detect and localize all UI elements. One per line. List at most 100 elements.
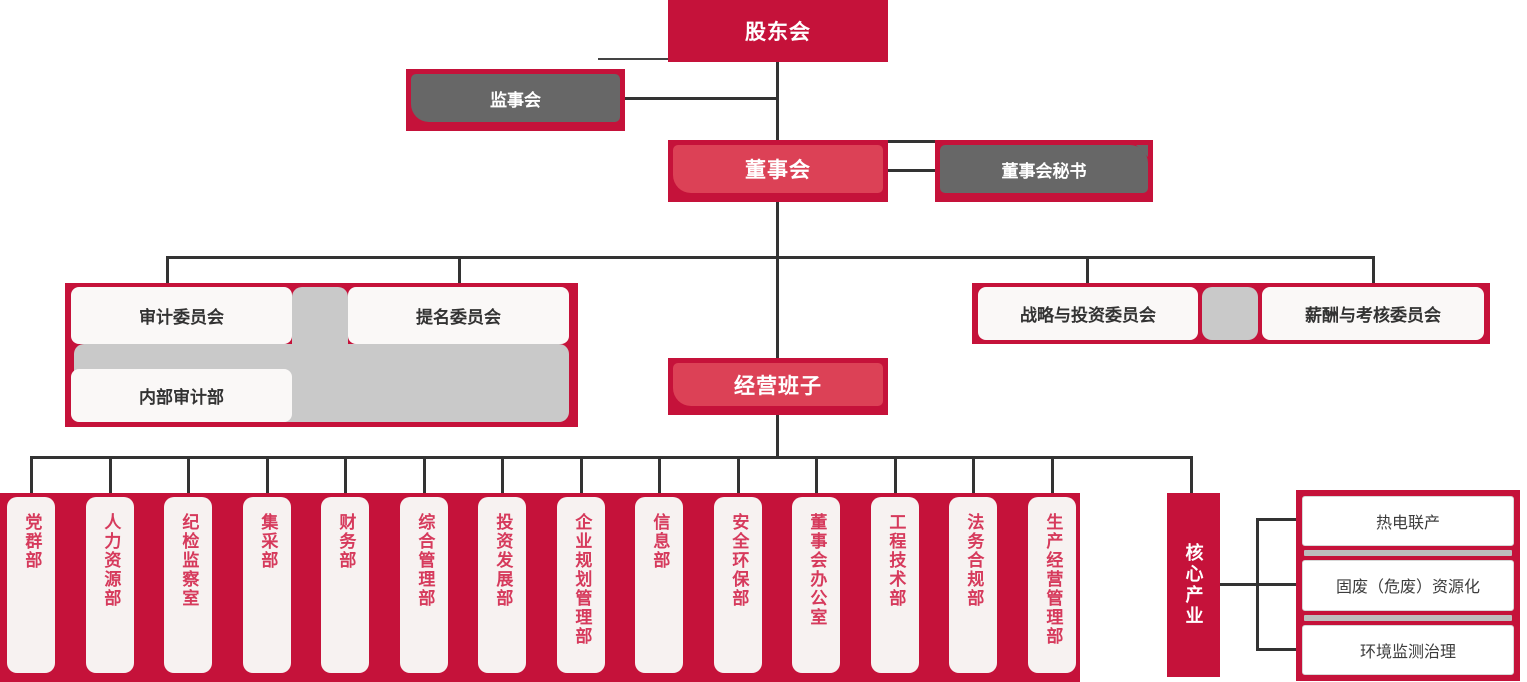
dept-label: 纪检监察室 [179,513,199,608]
connector-line [580,456,583,494]
node-nomination-committee-label: 提名委员会 [416,308,501,327]
node-management-team-label: 经营班子 [734,374,822,398]
node-core-industry-label: 核心产业 [1183,543,1204,627]
connector-line [30,456,33,494]
connector-line [598,58,668,60]
dept-label: 集采部 [258,513,278,570]
core-unit-label: 固废（危废）资源化 [1335,579,1480,597]
dept-label: 董事会办公室 [807,513,827,627]
node-strategy-investment-committee-label: 战略与投资委员会 [1020,306,1156,325]
connector-line [1220,583,1298,586]
connector-line [1190,456,1193,494]
node-shareholders-label: 股东会 [745,21,811,44]
node-board-panel: 董事会 [673,145,883,193]
node-board-secretary-panel: 董事会秘书 [940,145,1148,193]
node-supervisory-board: 监事会 [406,69,625,131]
dept-box: 企业规划管理部 [557,497,605,673]
connector-line [31,456,1193,459]
dept-label: 工程技术部 [886,513,906,608]
dept-label: 安全环保部 [729,513,749,608]
dept-label: 生产经营管理部 [1043,513,1063,646]
connector-line [888,140,935,143]
connector-line [166,256,169,284]
dept-box: 财务部 [321,497,369,673]
connector-line [344,456,347,494]
connector-line [109,456,112,494]
connector-line [776,415,779,457]
connector-line [501,456,504,494]
dept-box: 投资发展部 [478,497,526,673]
dept-box: 党群部 [7,497,55,673]
dept-box: 董事会办公室 [792,497,840,673]
separator-bar [1304,614,1512,621]
dept-box: 集采部 [243,497,291,673]
dept-box: 安全环保部 [714,497,762,673]
connector-line [1086,256,1089,284]
connector-line [972,456,975,494]
connector-line [1372,256,1375,284]
connector-line [737,456,740,494]
connector-line [1256,518,1259,651]
dept-label: 综合管理部 [415,513,435,608]
connector-line [458,256,461,284]
connector-line [815,456,818,494]
committee-group-right: 战略与投资委员会 薪酬与考核委员会 [972,283,1490,344]
node-management-team-panel: 经营班子 [673,363,883,406]
node-core-industry: 核心产业 [1167,493,1220,677]
core-units-group: 热电联产 固废（危废）资源化 环境监测治理 [1296,490,1520,681]
dept-label: 党群部 [22,513,42,570]
committee-group-left: 审计委员会 提名委员会 内部审计部 [65,283,578,427]
dept-box: 生产经营管理部 [1028,497,1076,673]
core-unit-label: 热电联产 [1375,515,1440,533]
node-board-secretary-label: 董事会秘书 [1001,161,1087,181]
node-shareholders: 股东会 [668,0,888,62]
node-board-label: 董事会 [745,159,811,182]
node-board: 董事会 [668,140,888,202]
node-supervisory-board-panel: 监事会 [411,74,620,122]
separator-bar [1304,550,1512,557]
node-internal-audit-dept: 内部审计部 [71,369,292,422]
dept-label: 信息部 [650,513,670,570]
connector-line [625,97,779,100]
core-unit-box: 固废（危废）资源化 [1302,560,1514,611]
connector-line [658,456,661,494]
connector-line [187,456,190,494]
dept-label: 投资发展部 [493,513,513,608]
folded-corner-decoration [1136,145,1148,157]
dept-box: 纪检监察室 [164,497,212,673]
dept-box: 人力资源部 [86,497,134,673]
dept-box: 法务合规部 [949,497,997,673]
dept-label: 法务合规部 [964,513,984,608]
dept-box: 信息部 [635,497,683,673]
core-unit-label: 环境监测治理 [1359,643,1456,661]
node-compensation-assessment-committee: 薪酬与考核委员会 [1262,287,1484,340]
connector-line [1258,648,1298,651]
core-unit-box: 环境监测治理 [1302,624,1514,675]
gray-fill [1202,287,1258,340]
node-audit-committee: 审计委员会 [71,287,292,344]
departments-strip: 党群部 人力资源部 纪检监察室 集采部 财务部 综合管理部 投资发展部 企业规划… [0,493,1080,682]
dept-label: 财务部 [336,513,356,570]
node-supervisory-board-label: 监事会 [490,90,541,110]
connector-line [776,202,779,358]
node-audit-committee-label: 审计委员会 [139,308,224,327]
connector-line [1258,518,1298,521]
connector-line [167,256,1375,259]
connector-line [1051,456,1054,494]
core-unit-box: 热电联产 [1302,496,1514,547]
connector-line [776,62,779,140]
connector-line [423,456,426,494]
dept-label: 企业规划管理部 [572,513,592,646]
node-board-secretary: 董事会秘书 [935,140,1153,202]
dept-box: 综合管理部 [400,497,448,673]
node-internal-audit-dept-label: 内部审计部 [139,388,224,407]
connector-line [888,169,935,172]
connector-line [266,456,269,494]
dept-box: 工程技术部 [871,497,919,673]
node-compensation-assessment-committee-label: 薪酬与考核委员会 [1305,306,1441,325]
node-strategy-investment-committee: 战略与投资委员会 [978,287,1198,340]
node-management-team: 经营班子 [668,358,888,415]
dept-label: 人力资源部 [101,513,121,608]
node-nomination-committee: 提名委员会 [348,287,569,344]
